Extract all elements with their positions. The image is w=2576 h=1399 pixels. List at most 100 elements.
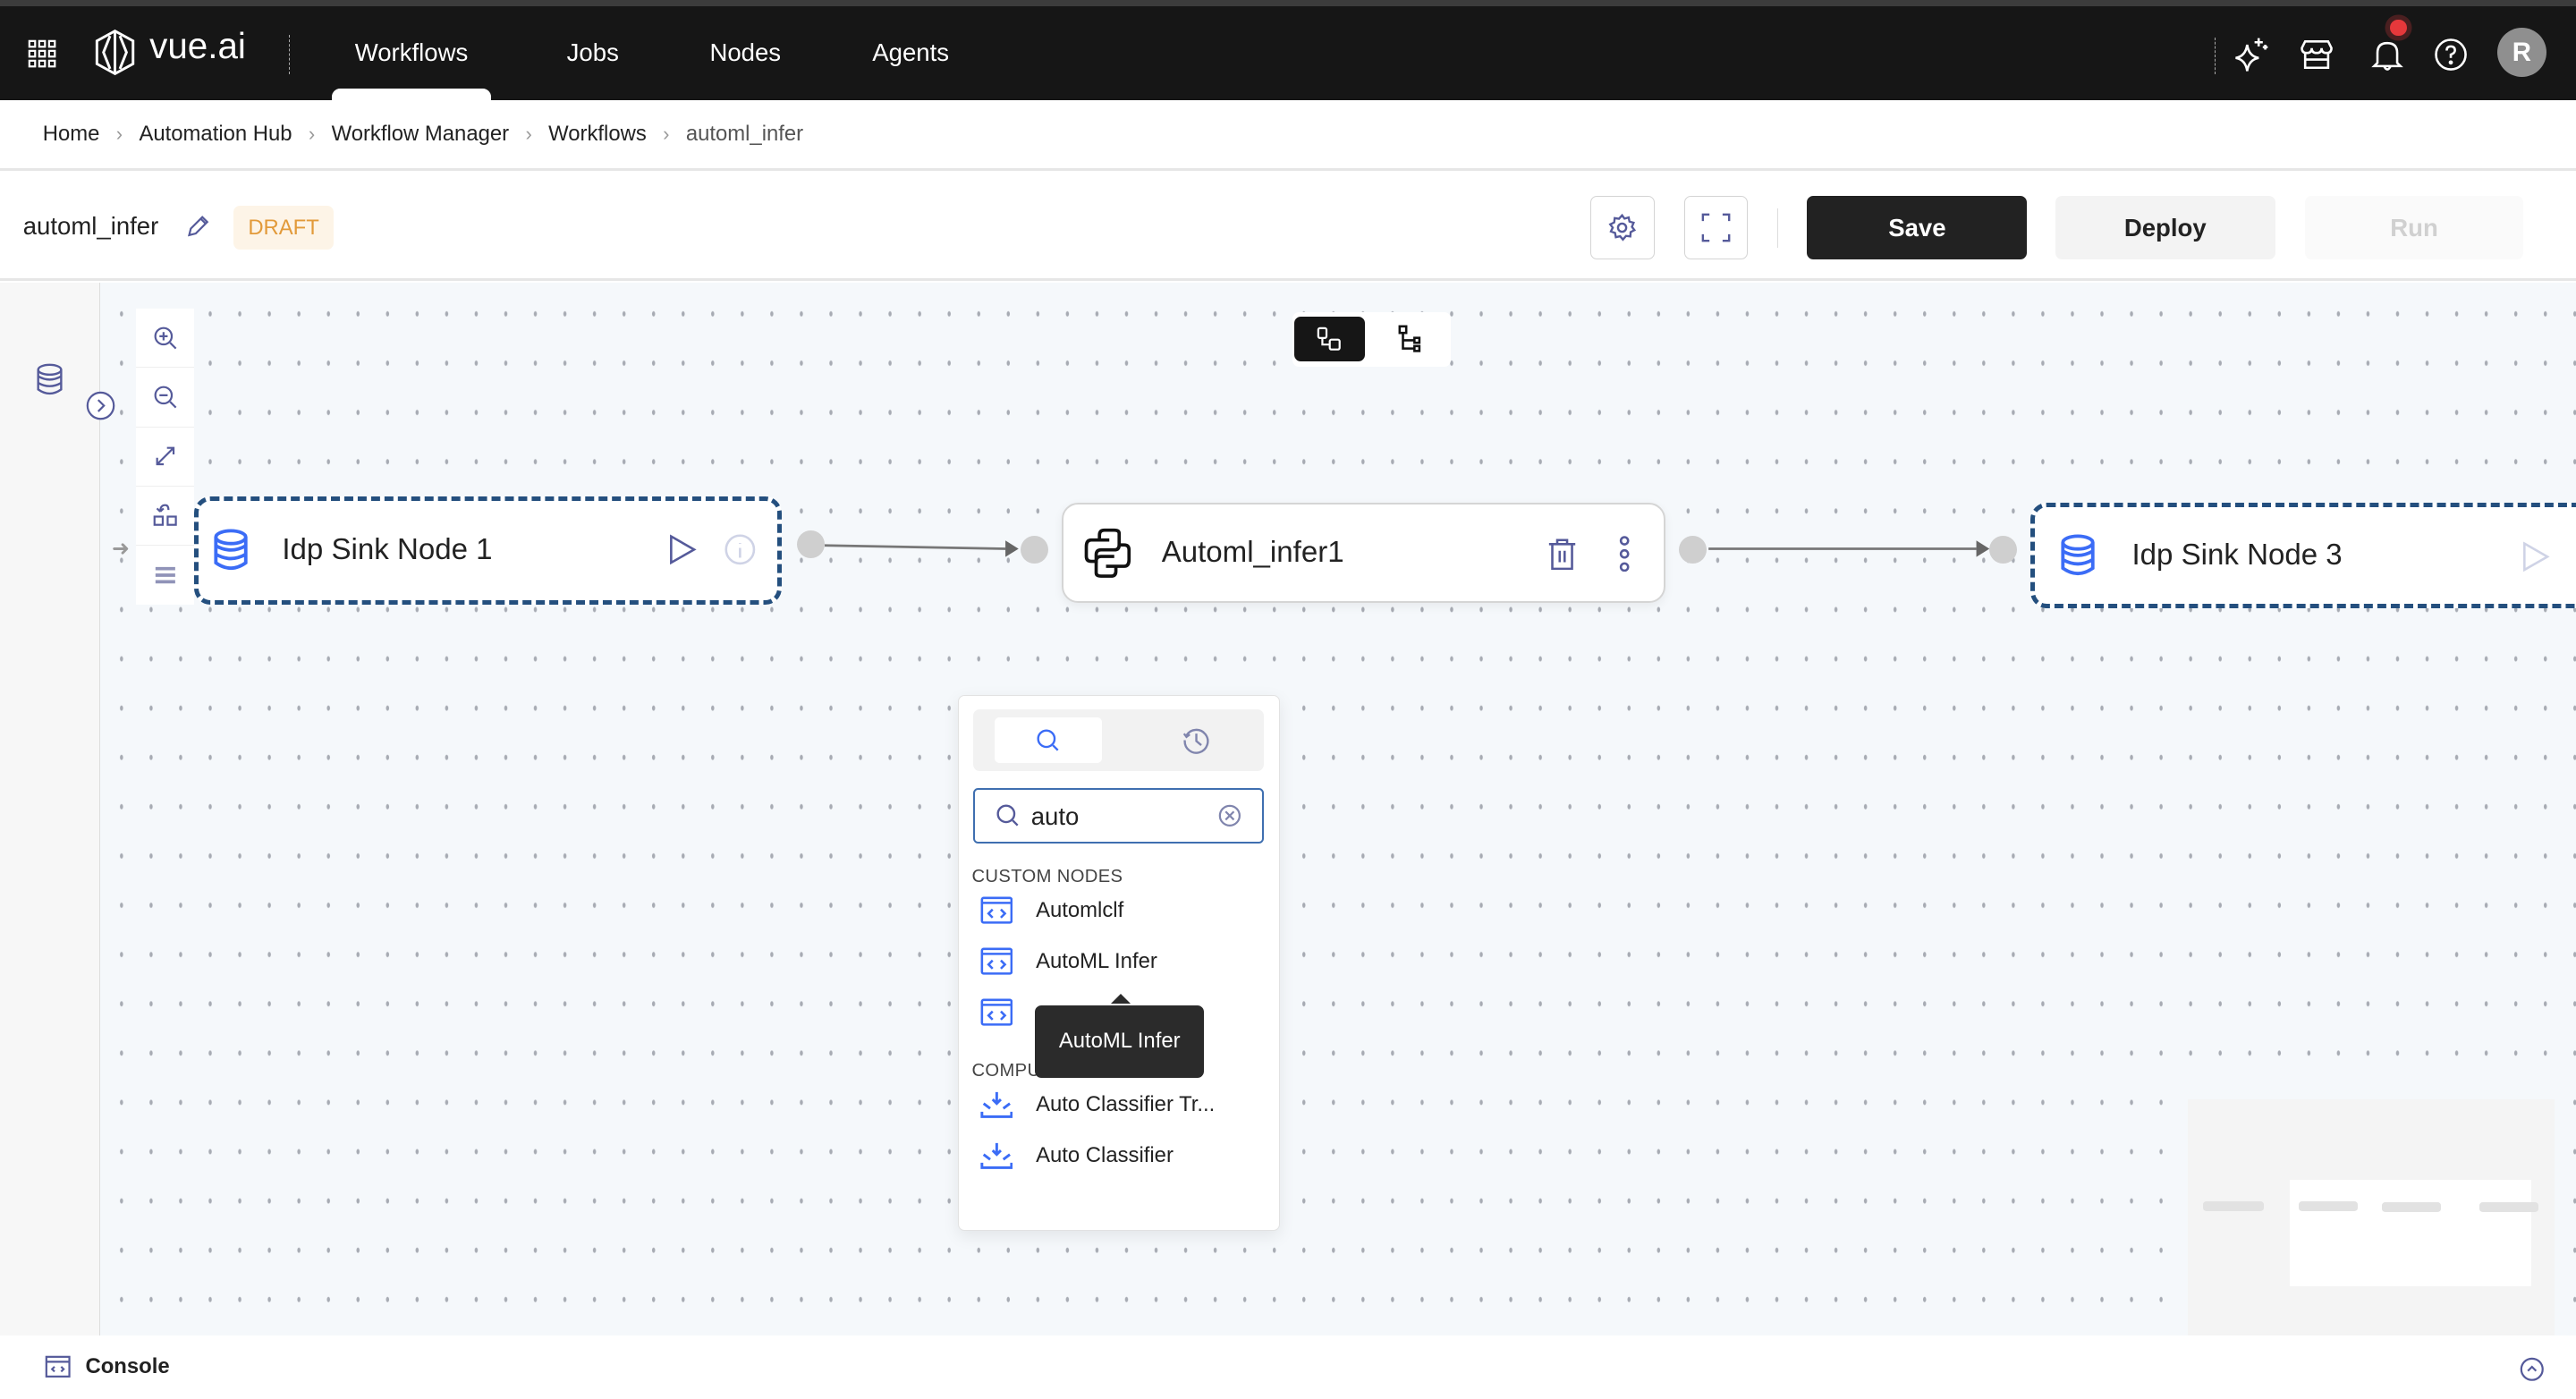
list-item-label: AutoML Infer (1036, 948, 1157, 973)
breadcrumb-workflows[interactable]: Workflows (548, 122, 647, 147)
list-item-label: Automlclf (1036, 897, 1124, 922)
status-badge: DRAFT (233, 205, 335, 250)
node-idp-sink-3[interactable]: Idp Sink Node 3 (2030, 503, 2576, 608)
zoom-out-button[interactable] (136, 368, 194, 428)
workflow-name: automl_infer (22, 211, 159, 240)
apps-grid-icon[interactable] (28, 39, 57, 69)
section-title: CUSTOM NODES (971, 866, 1123, 886)
list-item[interactable]: Automlclf (980, 896, 1124, 924)
node-label: Idp Sink Node 3 (2131, 538, 2343, 572)
more-vertical-icon[interactable] (1616, 536, 1632, 572)
import-icon (980, 1142, 1013, 1169)
freeform-layout-icon (1317, 326, 1341, 351)
search-icon (1037, 729, 1059, 751)
breadcrumb-automation-hub[interactable]: Automation Hub (139, 122, 292, 147)
output-port[interactable] (1679, 535, 1707, 564)
undo-layout-icon (153, 504, 177, 527)
chevron-right-icon: › (115, 123, 123, 146)
list-item[interactable]: Auto Classifier Tr... (980, 1090, 1216, 1120)
workflow-header: automl_infer DRAFT Save Deploy Run (0, 173, 2576, 282)
database-icon (214, 529, 249, 571)
list-item-label: Auto Classifier Tr... (1036, 1092, 1216, 1117)
database-icon[interactable] (35, 363, 64, 396)
tab-search[interactable] (995, 716, 1102, 764)
search-input-value: auto (1030, 802, 1080, 831)
zoom-out-icon (154, 386, 177, 409)
input-port[interactable] (1989, 535, 2018, 564)
divider (289, 34, 290, 74)
list-item[interactable]: AutoML Infer (980, 947, 1157, 975)
save-button[interactable]: Save (1807, 195, 2028, 260)
window-strip (0, 0, 2576, 7)
menu-button[interactable] (136, 546, 193, 605)
node-idp-sink-1[interactable]: Idp Sink Node 1 (193, 496, 783, 605)
chevron-right-icon: › (308, 123, 316, 146)
edge-arrow (1005, 540, 1019, 557)
fullscreen-button[interactable] (1683, 195, 1749, 260)
chevron-right-icon: › (663, 123, 670, 146)
breadcrumb-current: automl_infer (685, 122, 804, 147)
minimap-node (2203, 1200, 2264, 1211)
list-item[interactable]: Auto Classifier (980, 1141, 1174, 1171)
history-icon (1182, 728, 1209, 754)
sparkle-icon[interactable] (2231, 35, 2270, 74)
output-port[interactable] (796, 530, 826, 559)
chevron-up-icon[interactable] (2520, 1357, 2545, 1382)
play-icon[interactable] (665, 533, 698, 566)
fit-view-button[interactable] (136, 428, 194, 487)
clear-icon[interactable] (1218, 804, 1241, 827)
minimap[interactable] (2188, 1098, 2555, 1336)
play-icon[interactable] (2518, 540, 2551, 573)
info-icon[interactable] (724, 533, 757, 566)
gear-icon (1608, 213, 1637, 242)
minimap-viewport[interactable] (2290, 1179, 2532, 1287)
minimap-node (2382, 1202, 2442, 1213)
tab-agents[interactable]: Agents (872, 38, 950, 67)
help-icon[interactable] (2431, 35, 2470, 74)
store-icon[interactable] (2297, 35, 2336, 74)
console-icon (45, 1356, 71, 1378)
notification-dot (2390, 20, 2407, 37)
breadcrumb-home[interactable]: Home (42, 122, 100, 147)
settings-button[interactable] (1589, 195, 1655, 260)
freeform-layout-button[interactable] (1294, 317, 1366, 362)
section-title: COMPU (971, 1060, 1041, 1081)
deploy-button[interactable]: Deploy (2055, 195, 2275, 260)
tab-nodes[interactable]: Nodes (709, 38, 782, 67)
tree-layout-button[interactable] (1378, 317, 1444, 361)
tab-history[interactable] (1142, 717, 1249, 763)
list-item[interactable] (980, 998, 1036, 1026)
workflow-canvas[interactable] (0, 282, 2576, 1336)
console-label: Console (85, 1354, 170, 1379)
expand-sidebar-icon[interactable] (86, 391, 115, 420)
canvas-toolbar (136, 309, 194, 605)
edit-pencil-icon[interactable] (184, 214, 210, 240)
left-rail (0, 282, 101, 1336)
divider (2214, 38, 2216, 74)
breadcrumb-workflow-manager[interactable]: Workflow Manager (331, 122, 510, 147)
avatar[interactable]: R (2496, 28, 2546, 78)
minimap-node (2298, 1200, 2358, 1211)
input-port[interactable] (1020, 535, 1048, 564)
breadcrumb: Home› Automation Hub› Workflow Manager› … (0, 100, 2576, 171)
run-button[interactable]: Run (2304, 195, 2524, 260)
tooltip: AutoML Infer (1035, 994, 1205, 1078)
console-bar[interactable]: Console (0, 1335, 2576, 1399)
trash-icon[interactable] (1547, 538, 1577, 571)
expand-arrows-icon (156, 446, 174, 466)
node-label: Automl_infer1 (1161, 536, 1344, 570)
layout-switcher (1292, 311, 1451, 367)
vue-logo-icon (95, 30, 135, 76)
auto-layout-button[interactable] (136, 487, 194, 546)
node-automl-infer1[interactable]: Automl_infer1 (1061, 503, 1666, 604)
search-input[interactable]: auto (973, 787, 1265, 844)
divider (1777, 208, 1778, 249)
import-icon (980, 1091, 1013, 1118)
tree-layout-icon (1398, 325, 1421, 352)
zoom-in-button[interactable] (136, 309, 194, 369)
list-item-label: Auto Classifier (1036, 1143, 1174, 1168)
tab-jobs[interactable]: Jobs (566, 38, 619, 67)
bell-icon[interactable] (2368, 35, 2407, 74)
tab-workflows[interactable]: Workflows (332, 6, 491, 101)
